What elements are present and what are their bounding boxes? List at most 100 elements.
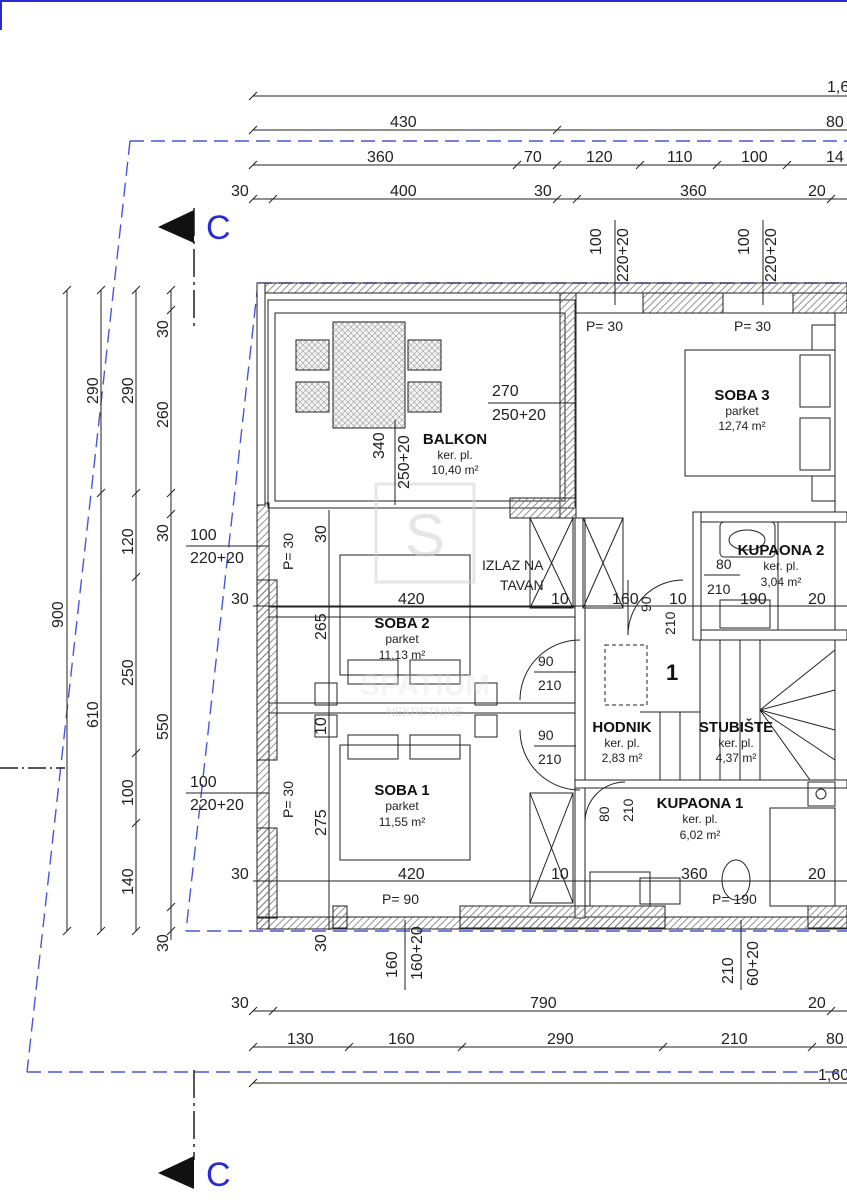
section-marker-bottom: C [158,1070,231,1194]
room-area-stubiste: 4,37 m² [716,751,757,765]
dim-top-r3-2: 120 [586,149,613,166]
label-w210: 210 [720,957,737,984]
dim-90-c: 90 [538,727,554,743]
dim-20-b: 20 [808,866,826,883]
dim-left-c3-3: 100 [120,779,137,806]
dim-left-c4-1: 260 [155,401,172,428]
dim-bot-r2-1: 160 [388,1031,415,1048]
dim-top-r3-3: 110 [667,149,693,166]
interior-dim-lines [253,510,847,930]
dim-top-r3-1: 70 [524,149,542,166]
section-letter-bottom: C [206,1156,231,1194]
watermark-logo: S [405,502,445,569]
section-letter-top: C [206,209,231,247]
room-name-kupaona-1: KUPAONA 1 [657,795,744,812]
label-w220-b: 220+20 [763,228,780,282]
bed-soba-1 [314,714,498,861]
room-floor-soba-3: parket [725,404,759,418]
dim-bot-r1-1: 790 [530,995,557,1012]
dim-10-c: 10 [551,866,569,883]
dim-420-b: 420 [398,866,425,883]
dim-210-b: 210 [662,611,678,635]
room-soba-3: SOBA 3 parket 12,74 m² [714,387,769,433]
label-w250: 250+20 [492,407,546,424]
label-tavan: TAVAN [500,577,544,593]
door-swings [519,579,684,823]
dim-265: 265 [313,613,330,640]
dim-left-c2-1: 610 [85,701,102,728]
balcony-table-set [295,321,442,429]
dim-top-r3-0: 360 [367,149,394,166]
watermark-sub: NEKRETNINE [386,705,463,719]
dim-left-c3-4: 140 [120,868,137,895]
dim-bot-r1-2: 20 [808,995,826,1012]
room-floor-soba-2: parket [385,632,419,646]
room-stubiste: STUBIŠTE ker. pl. 4,37 m² [699,718,773,765]
dim-top-r4-3: 360 [680,183,707,200]
label-w220-c: 220+20 [190,550,244,567]
watermark-text: SPATIUM [360,669,491,702]
room-floor-kupaona-1: ker. pl. [682,812,717,826]
bottom-dimensions [248,1006,847,1088]
dim-bot-r2-3: 210 [721,1031,748,1048]
label-w340: 340 [371,432,388,459]
label-w160: 160 [384,951,401,978]
dim-top-r2-1: 80 [826,114,844,131]
room-hodnik: HODNIK ker. pl. 2,83 m² [592,719,651,765]
label-w160-20: 160+20 [409,926,426,980]
room-area-hodnik: 2,83 m² [602,751,643,765]
bed-soba-2 [314,554,498,706]
label-w250v: 250+20 [396,435,413,489]
wardrobes [529,517,624,904]
room-name-kupaona-2: KUPAONA 2 [738,542,825,559]
room-floor-kupaona-2: ker. pl. [763,559,798,573]
dim-30-b: 30 [231,866,249,883]
dim-top-r3-4: 100 [741,149,768,166]
dim-90-b: 90 [538,653,554,669]
room-area-balkon: 10,40 m² [431,463,478,477]
dim-10-v: 10 [313,717,330,735]
label-w270: 270 [492,383,519,400]
room-floor-hodnik: ker. pl. [604,736,639,750]
dim-10-a: 10 [551,591,569,608]
dim-30-v2: 30 [313,934,330,952]
room-name-soba-2: SOBA 2 [374,615,429,632]
dim-left-c4-2: 30 [155,524,172,542]
dim-left-c3-1: 120 [120,528,137,555]
dim-bot-r2-2: 290 [547,1031,574,1048]
room-floor-stubiste: ker. pl. [718,736,753,750]
dim-top-r4-0: 30 [231,183,249,200]
dim-80-a: 80 [716,556,732,572]
label-w100-d: 100 [190,774,217,791]
dim-30-a: 30 [231,591,249,608]
dim-bot-r1-0: 30 [231,995,249,1012]
label-p90: P= 90 [382,891,419,907]
label-w100-b: 100 [736,228,753,255]
room-soba-1: SOBA 1 parket 11,55 m² [374,782,429,829]
label-izlaz: IZLAZ NA [482,557,544,573]
dim-top-r2-0: 430 [390,114,417,131]
room-area-kupaona-2: 3,04 m² [761,575,802,589]
stair-number: 1 [666,660,678,685]
dim-bot-r2-4: 80 [826,1031,844,1048]
room-kupaona-1: KUPAONA 1 ker. pl. 6,02 m² [657,795,744,842]
dim-360: 360 [681,866,708,883]
dim-210-c: 210 [538,677,562,693]
dim-top-r3-5: 14 [826,149,844,166]
dim-160: 160 [612,591,639,608]
dim-left-c4-0: 30 [155,320,172,338]
room-name-soba-1: SOBA 1 [374,782,429,799]
label-w60-20: 60+20 [745,941,762,986]
room-balkon: BALKON ker. pl. 10,40 m² [423,431,487,477]
label-w220-a: 220+20 [615,228,632,282]
dim-420-a: 420 [398,591,425,608]
bed-soba-3 [684,324,836,502]
staircase [640,639,836,781]
dim-90-a: 90 [638,596,654,612]
dim-left-c2-0: 290 [85,377,102,404]
label-p30-a: P= 30 [586,318,623,334]
room-floor-balkon: ker. pl. [437,448,472,462]
top-dimensions [248,91,847,204]
room-area-soba-2: 11,13 m² [379,648,425,662]
